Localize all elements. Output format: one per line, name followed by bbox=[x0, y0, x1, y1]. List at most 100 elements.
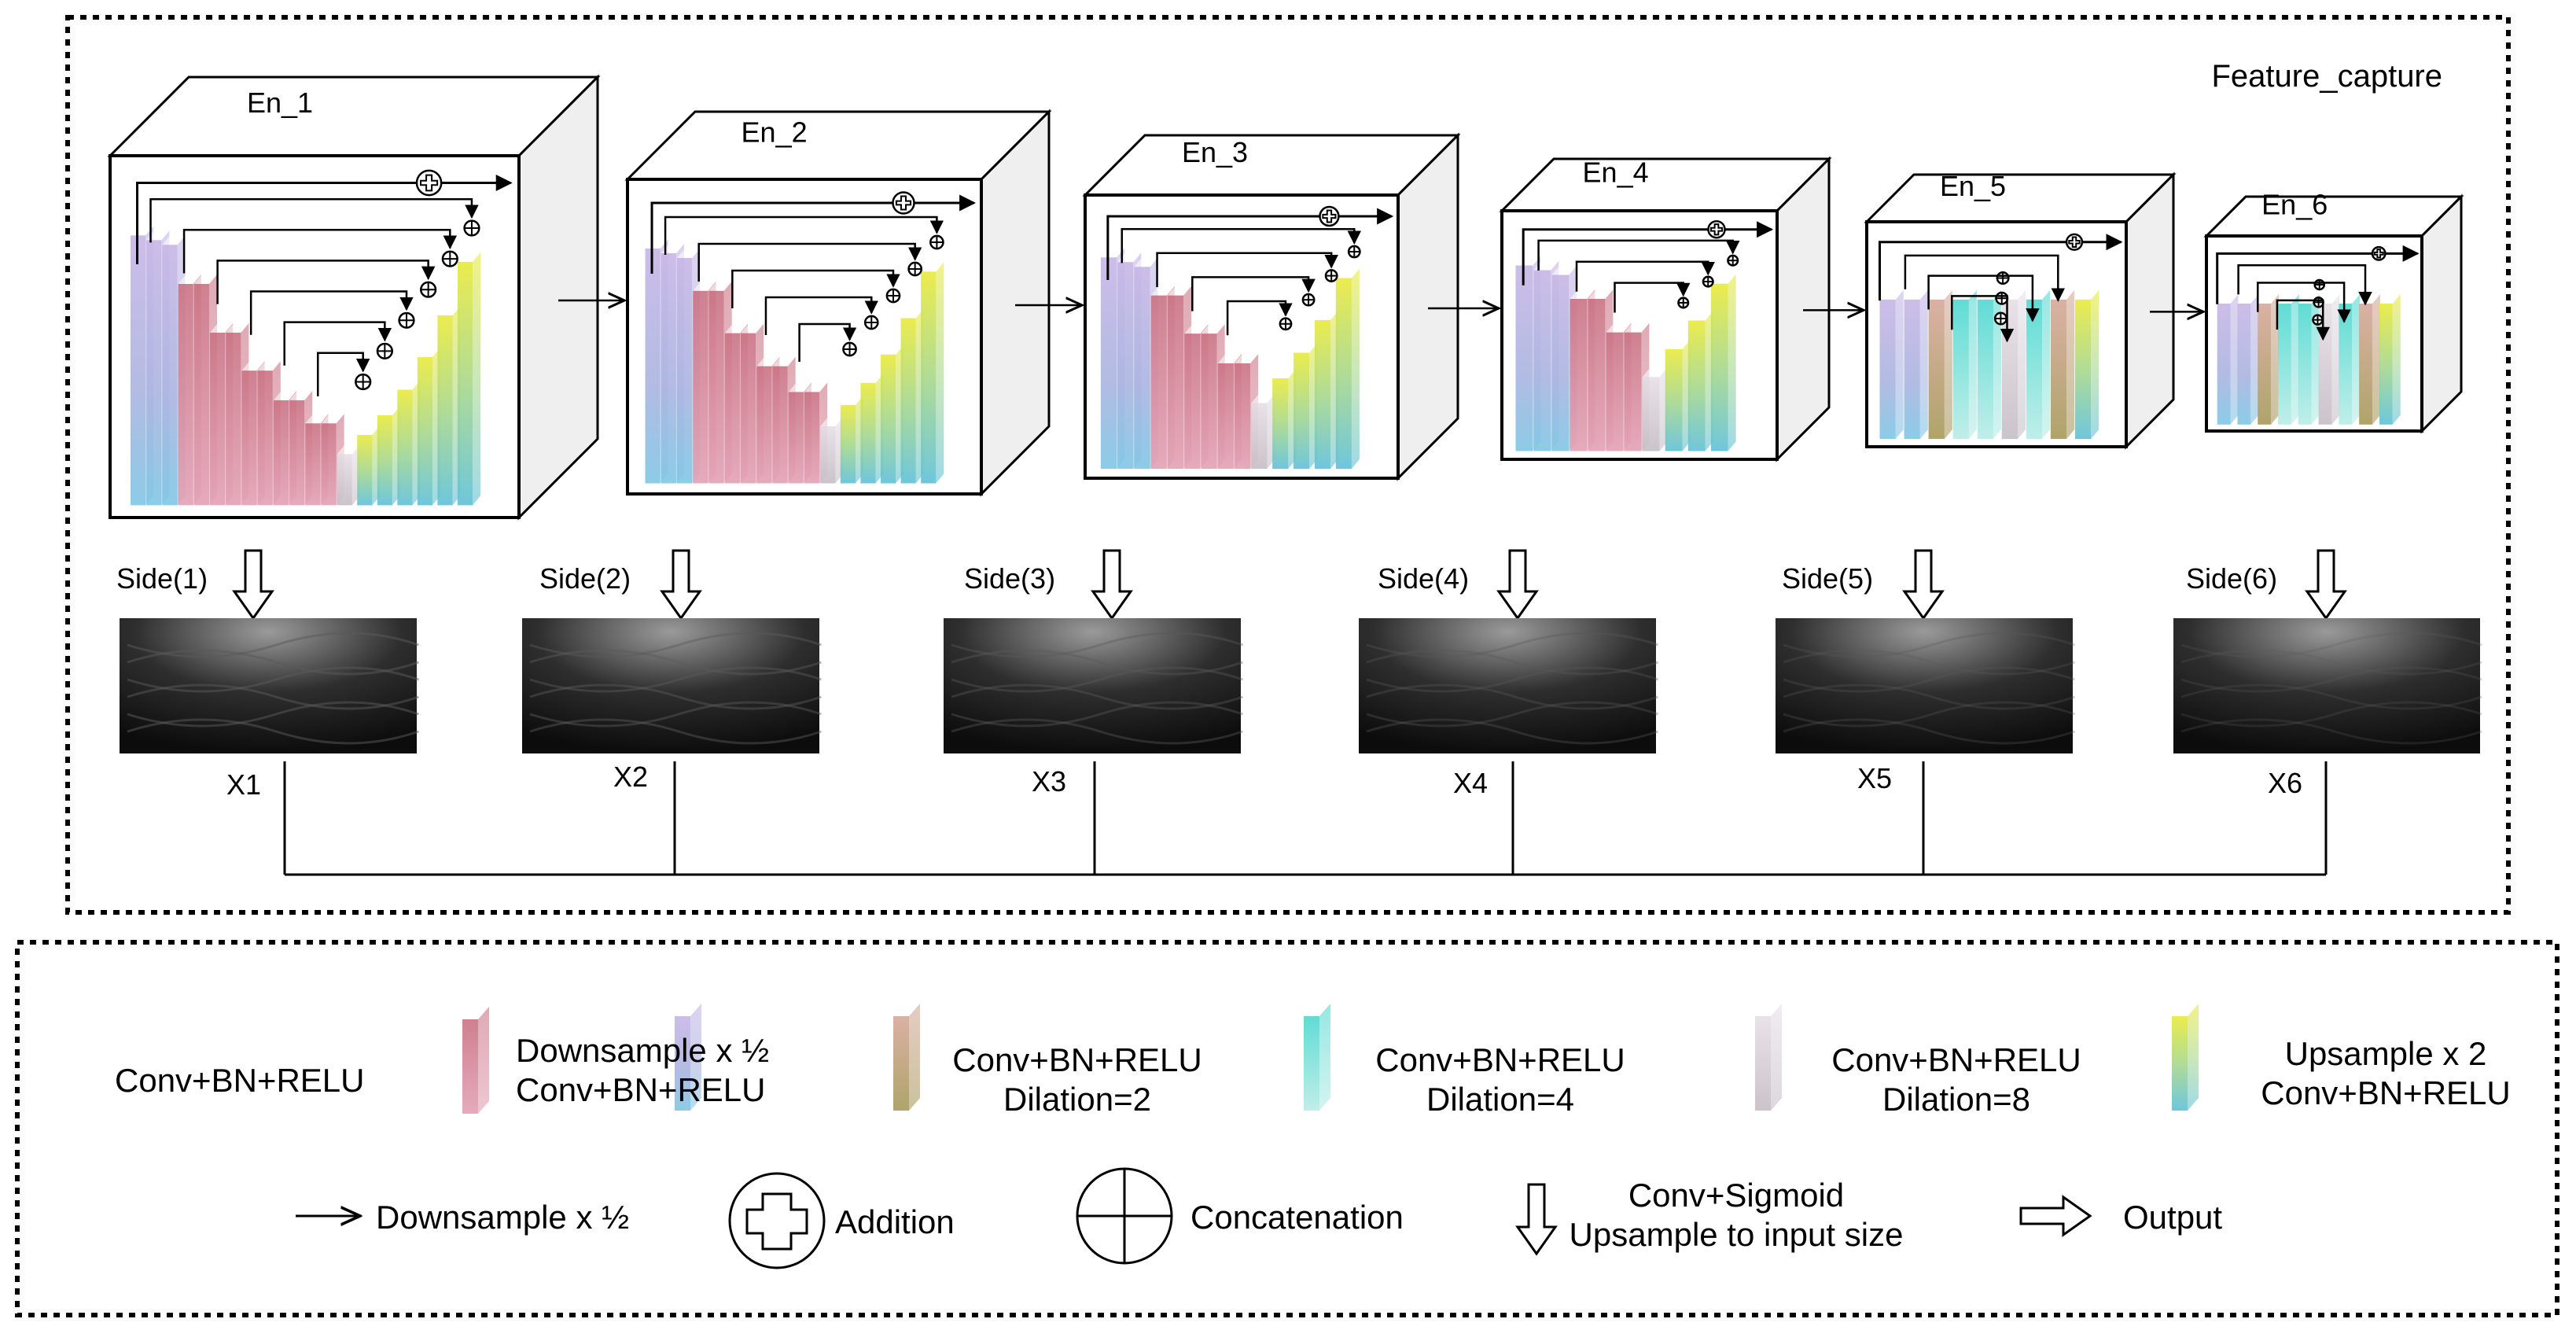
skip-line bbox=[249, 290, 414, 335]
encoder-layers bbox=[1100, 205, 1394, 470]
side-label: Side(2) bbox=[539, 562, 631, 595]
skip-connections bbox=[1522, 219, 1774, 313]
encoder-layers bbox=[645, 191, 977, 484]
sigmoid-arrow-icon bbox=[660, 549, 702, 621]
concat-icon bbox=[1727, 254, 1739, 267]
up-layer bbox=[417, 348, 440, 506]
skip-line bbox=[216, 260, 436, 304]
up-layer bbox=[900, 308, 924, 484]
legend-output-label: Output bbox=[2123, 1199, 2222, 1236]
encoder-2: En_2 bbox=[624, 109, 1052, 497]
legend-up-label-2: Conv+BN+RELU bbox=[2261, 1074, 2510, 1111]
encoder-label: En_5 bbox=[1940, 170, 2006, 202]
up-layer bbox=[2074, 289, 2099, 440]
dilation8-layer bbox=[2001, 289, 2026, 440]
concat-icon bbox=[1324, 269, 1338, 283]
side-feature-map bbox=[1776, 618, 2075, 753]
skip-connections bbox=[1879, 233, 2123, 343]
up-layer bbox=[457, 252, 481, 506]
skip-line bbox=[664, 216, 944, 255]
up-layer bbox=[1272, 368, 1297, 470]
sigmoid-arrow-icon bbox=[1091, 549, 1133, 621]
dilation4-layer bbox=[1977, 289, 2001, 440]
dilation2-layer bbox=[1928, 289, 1952, 440]
legend-up-label-1: Upsample x 2 bbox=[2285, 1035, 2487, 1072]
dilation2-layer bbox=[2359, 294, 2380, 425]
up-layer bbox=[1314, 310, 1339, 470]
skip-line bbox=[1121, 227, 1362, 263]
skip-line bbox=[283, 321, 392, 366]
concat-icon bbox=[376, 342, 393, 360]
skip-line bbox=[798, 322, 857, 362]
concat-icon bbox=[842, 341, 857, 357]
skip-line bbox=[1927, 274, 2040, 322]
dilation2-layer bbox=[2258, 294, 2280, 425]
skip-line bbox=[1537, 239, 1740, 271]
skip-connections bbox=[2216, 245, 2420, 341]
skip-line bbox=[182, 229, 458, 274]
concat-icon bbox=[420, 281, 437, 298]
conv-layer bbox=[2237, 294, 2259, 425]
cube-side bbox=[1397, 132, 1459, 481]
legend-dil4-label-1: Conv+BN+RELU bbox=[1375, 1041, 1625, 1078]
up-layer bbox=[1294, 343, 1318, 470]
up-layer bbox=[357, 426, 381, 506]
legend-downsample-label: Downsample x ½ bbox=[376, 1199, 629, 1236]
output-label: X5 bbox=[1857, 762, 1892, 794]
legend-dil4-swatch bbox=[1304, 1004, 1330, 1111]
encoder-label: En_3 bbox=[1182, 136, 1248, 168]
concat-icon bbox=[1347, 245, 1361, 259]
skip-line bbox=[2257, 282, 2351, 323]
addition-icon bbox=[1319, 205, 1340, 227]
legend-down-swatch bbox=[462, 1007, 489, 1114]
side-feature-map bbox=[2173, 618, 2482, 753]
side-output-1: Side(1)X1 bbox=[116, 549, 419, 875]
panel-title: Feature_capture bbox=[2211, 59, 2442, 94]
legend-dil8-label-1: Conv+BN+RELU bbox=[1831, 1041, 2081, 1078]
concat-icon bbox=[885, 288, 901, 304]
concat-icon bbox=[907, 261, 923, 277]
up-layer bbox=[1687, 311, 1713, 451]
skip-line bbox=[149, 197, 479, 243]
cube-top bbox=[1499, 157, 1832, 212]
concat-icon bbox=[1702, 275, 1714, 288]
concat-icon bbox=[441, 250, 458, 267]
output-label: X3 bbox=[1032, 765, 1066, 798]
concat-icon bbox=[1301, 293, 1316, 307]
dilation4-layer bbox=[2026, 289, 2051, 440]
concat-icon bbox=[1996, 271, 2010, 286]
side-label: Side(4) bbox=[1378, 562, 1469, 595]
skip-line bbox=[1575, 260, 1715, 292]
legend-down-label-1: Downsample x ½ bbox=[516, 1032, 769, 1069]
encoder-6: En_6 bbox=[2203, 189, 2464, 434]
skip-line bbox=[317, 352, 370, 396]
legend-addition-icon bbox=[728, 1172, 826, 1269]
legend-dil2-label-1: Conv+BN+RELU bbox=[952, 1041, 1202, 1078]
encoder-1: En_1 bbox=[107, 74, 601, 521]
cube-side bbox=[2420, 193, 2463, 434]
skip-connections bbox=[136, 169, 513, 396]
skip-line bbox=[1191, 276, 1316, 311]
dilation4-layer bbox=[1952, 289, 1977, 440]
side-outputs: Side(1)X1Side(2)X2Side(3)X3Side(4)X4Side… bbox=[116, 549, 2482, 876]
side-feature-map bbox=[1359, 618, 1658, 753]
output-label: X6 bbox=[2268, 767, 2302, 799]
legend-down-label-2: Conv+BN+RELU bbox=[516, 1071, 765, 1108]
legend-conv-swatch bbox=[675, 1004, 701, 1111]
cube-top bbox=[2203, 195, 2464, 238]
dilation8-layer bbox=[1642, 367, 1668, 451]
up-layer bbox=[1710, 274, 1736, 451]
skip-line bbox=[1156, 252, 1338, 287]
sigmoid-arrow-icon bbox=[1496, 549, 1539, 621]
legend-conv-label: Conv+BN+RELU bbox=[115, 1062, 364, 1099]
cube-top bbox=[1082, 134, 1461, 197]
encoder-layers bbox=[131, 169, 513, 506]
concat-icon bbox=[863, 315, 879, 330]
residual-line bbox=[1522, 221, 1774, 286]
encoder-label: En_2 bbox=[742, 116, 808, 149]
legend-output-arrow-icon bbox=[2019, 1195, 2092, 1237]
cube-side bbox=[2125, 171, 2175, 450]
